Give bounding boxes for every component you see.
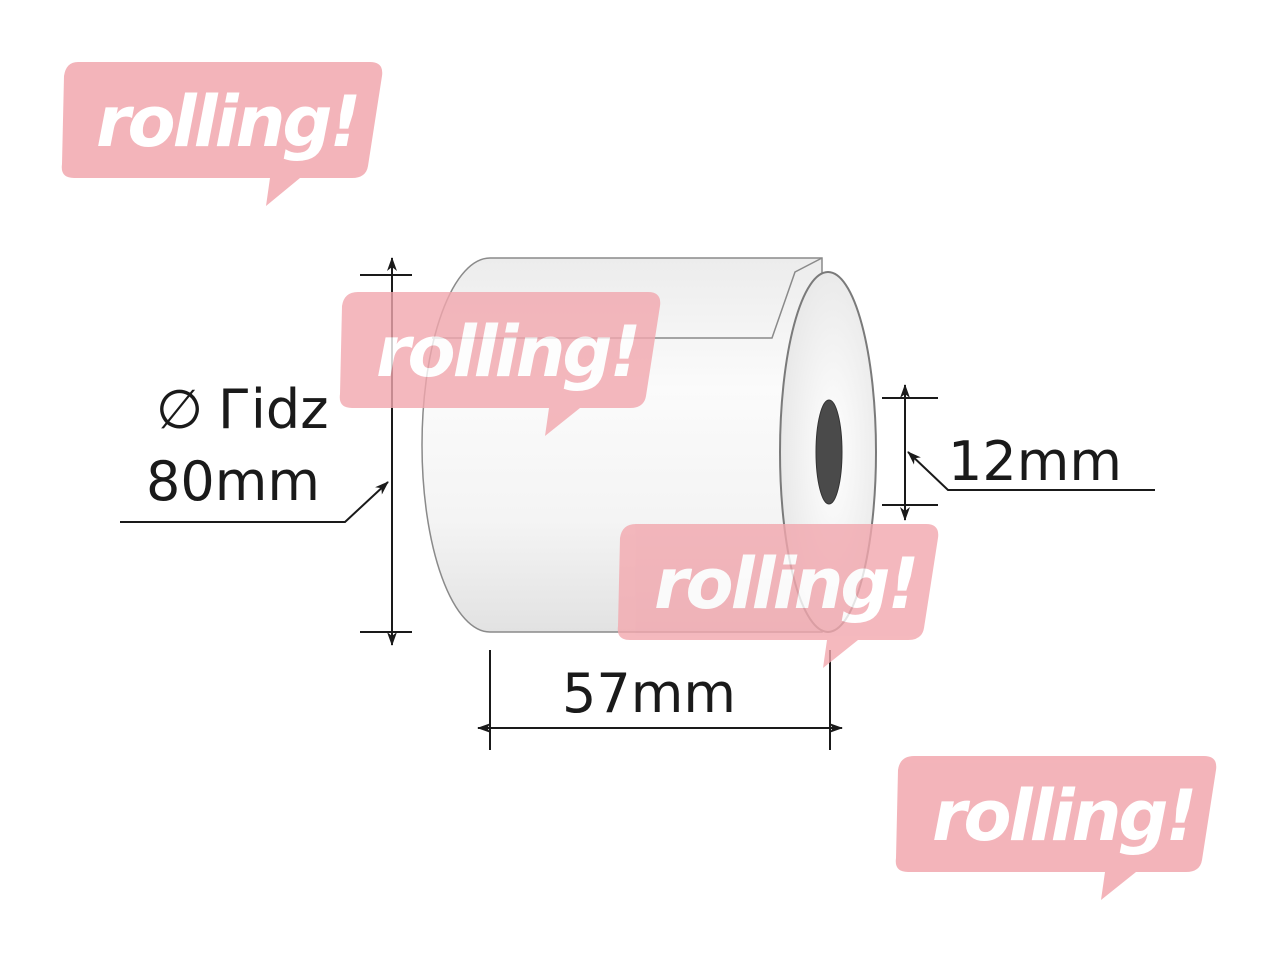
- watermark-text: rolling!: [932, 775, 1194, 857]
- watermark-2: rolling!: [339, 292, 661, 436]
- core-value: 12mm: [948, 430, 1122, 493]
- watermark-text: rolling!: [654, 543, 916, 625]
- watermark-text: rolling!: [96, 81, 358, 163]
- width-value: 57mm: [562, 662, 736, 725]
- core-dimension: [882, 384, 1155, 521]
- watermark-4: rolling!: [895, 756, 1217, 900]
- diameter-value: 80mm: [146, 450, 320, 513]
- core-hole: [815, 399, 843, 505]
- diameter-label: Гidz: [218, 378, 329, 441]
- watermark-1: rolling!: [61, 62, 383, 206]
- watermark-text: rolling!: [376, 311, 638, 393]
- diameter-symbol: ∅: [156, 378, 203, 441]
- watermark-3: rolling!: [617, 524, 939, 668]
- width-dimension: [477, 650, 843, 750]
